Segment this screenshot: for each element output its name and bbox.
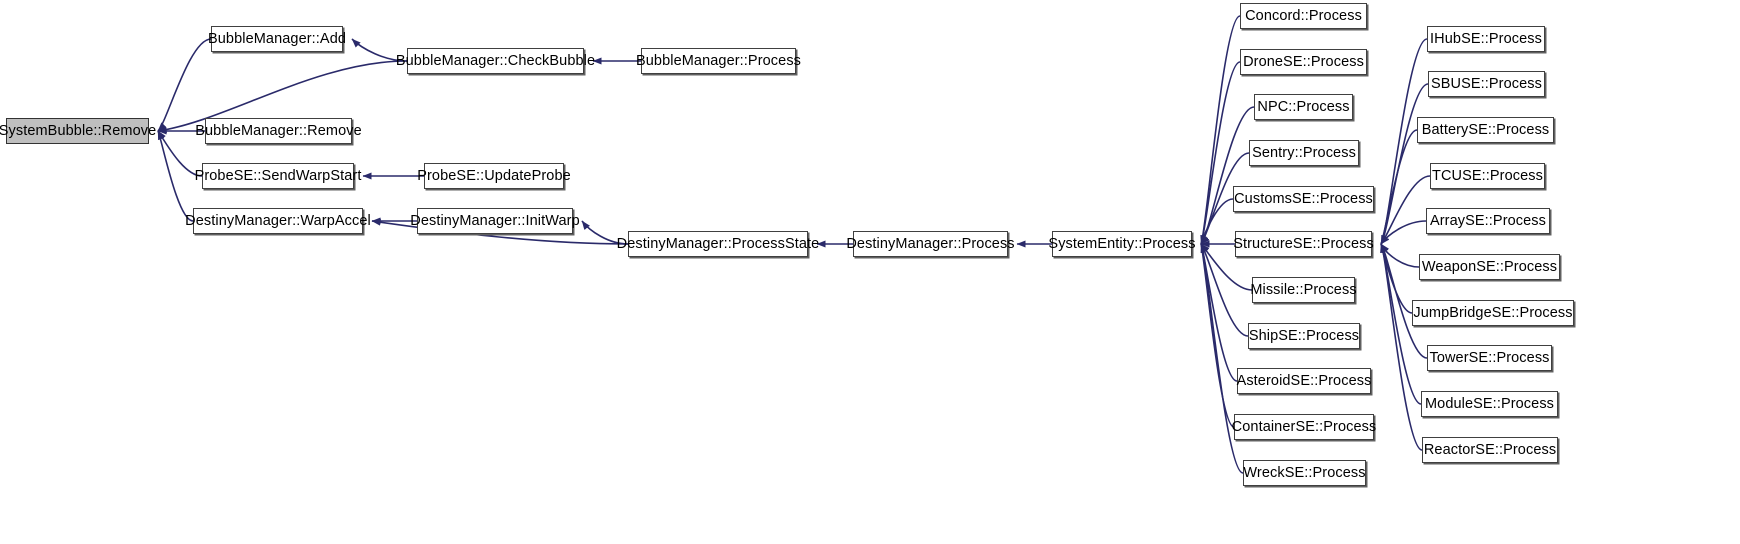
edge-containerse-process--systementity-process <box>1200 243 1235 428</box>
node-system-bubble-remove[interactable]: SystemBubble::Remove <box>0 118 156 144</box>
node-label: TowerSE::Process <box>1429 349 1550 366</box>
node-label: StructureSE::Process <box>1233 235 1374 252</box>
node-customsse-process[interactable]: CustomsSE::Process <box>1233 186 1374 212</box>
node-npc-process[interactable]: NPC::Process <box>1254 94 1353 120</box>
node-label: ProbeSE::UpdateProbe <box>417 167 571 184</box>
node-label: DestinyManager::WarpAccel <box>185 212 371 229</box>
node-label: ShipSE::Process <box>1248 327 1360 344</box>
node-ihubse-process[interactable]: IHubSE::Process <box>1427 26 1545 52</box>
edge-weaponse-process--structurese-process <box>1380 243 1420 268</box>
node-reactorse-process[interactable]: ReactorSE::Process <box>1422 437 1558 463</box>
node-probese-sendwarpstart[interactable]: ProbeSE::SendWarpStart <box>195 163 361 189</box>
node-weaponse-process[interactable]: WeaponSE::Process <box>1419 254 1560 280</box>
node-bubble-manager-checkbubble[interactable]: BubbleManager::CheckBubble <box>396 48 595 74</box>
node-label: BubbleManager::Process <box>636 52 802 69</box>
node-bubble-manager-process[interactable]: BubbleManager::Process <box>636 48 801 74</box>
node-asteroidse-process[interactable]: AsteroidSE::Process <box>1237 368 1371 394</box>
node-tcuse-process[interactable]: TCUSE::Process <box>1430 163 1545 189</box>
node-label: WreckSE::Process <box>1243 464 1366 481</box>
node-label: JumpBridgeSE::Process <box>1413 304 1573 321</box>
node-label: BubbleManager::CheckBubble <box>395 52 596 69</box>
edge-tcuse-process--structurese-process <box>1380 175 1431 245</box>
node-systementity-process[interactable]: SystemEntity::Process <box>1048 231 1195 257</box>
edge-arrayse-process--structurese-process <box>1380 220 1427 245</box>
node-bubble-manager-add[interactable]: BubbleManager::Add <box>207 26 347 52</box>
node-destinymanager-processstate[interactable]: DestinyManager::ProcessState <box>617 231 819 257</box>
node-label: SystemEntity::Process <box>1048 235 1196 252</box>
node-label: IHubSE::Process <box>1430 30 1542 47</box>
node-structurese-process[interactable]: StructureSE::Process <box>1233 231 1374 257</box>
node-label: Sentry::Process <box>1252 144 1356 161</box>
edge-dronese-process--systementity-process <box>1200 61 1241 245</box>
edge-shipse-process--systementity-process <box>1200 243 1249 337</box>
edge-sbuse-process--structurese-process <box>1380 83 1429 245</box>
node-label: TCUSE::Process <box>1432 167 1543 184</box>
node-label: NPC::Process <box>1257 98 1350 115</box>
node-shipse-process[interactable]: ShipSE::Process <box>1248 323 1360 349</box>
node-label: DestinyManager::InitWarp <box>410 212 580 229</box>
edge-destinymanager-warpaccel--system-bubble-remove <box>157 130 194 222</box>
edge-batteryse-process--structurese-process <box>1380 129 1418 245</box>
node-wreckse-process[interactable]: WreckSE::Process <box>1243 460 1366 486</box>
node-concord-process[interactable]: Concord::Process <box>1240 3 1367 29</box>
node-bubble-manager-remove[interactable]: BubbleManager::Remove <box>195 118 362 144</box>
node-dronese-process[interactable]: DroneSE::Process <box>1240 49 1367 75</box>
edge-bubble-manager-add--system-bubble-remove <box>157 38 212 132</box>
node-probese-updateprobe[interactable]: ProbeSE::UpdateProbe <box>417 163 571 189</box>
node-label: Concord::Process <box>1245 7 1362 24</box>
node-label: SystemBubble::Remove <box>0 122 157 139</box>
node-modulese-process[interactable]: ModuleSE::Process <box>1421 391 1558 417</box>
edge-npc-process--systementity-process <box>1200 106 1255 245</box>
node-label: ModuleSE::Process <box>1424 395 1555 412</box>
node-label: DroneSE::Process <box>1243 53 1364 70</box>
node-label: ProbeSE::SendWarpStart <box>194 167 362 184</box>
node-label: BubbleManager::Remove <box>195 122 362 139</box>
node-containerse-process[interactable]: ContainerSE::Process <box>1231 414 1377 440</box>
node-label: WeaponSE::Process <box>1421 258 1558 275</box>
node-label: BubbleManager::Add <box>207 30 347 47</box>
node-towerse-process[interactable]: TowerSE::Process <box>1427 345 1552 371</box>
node-sentry-process[interactable]: Sentry::Process <box>1249 140 1359 166</box>
node-label: DestinyManager::Process <box>846 235 1015 252</box>
edge-reactorse-process--structurese-process <box>1380 243 1423 451</box>
node-label: SBUSE::Process <box>1431 75 1542 92</box>
node-destinymanager-initwarp[interactable]: DestinyManager::InitWarp <box>410 208 580 234</box>
edge-customsse-process--systementity-process <box>1200 198 1234 245</box>
edge-asteroidse-process--systementity-process <box>1200 243 1238 382</box>
node-jumpbridgese-process[interactable]: JumpBridgeSE::Process <box>1412 300 1574 326</box>
node-arrayse-process[interactable]: ArraySE::Process <box>1426 208 1550 234</box>
node-label: AsteroidSE::Process <box>1236 372 1372 389</box>
node-destinymanager-warpaccel[interactable]: DestinyManager::WarpAccel <box>185 208 371 234</box>
node-label: ReactorSE::Process <box>1423 441 1557 458</box>
node-missile-process[interactable]: Missile::Process <box>1250 277 1357 303</box>
node-sbuse-process[interactable]: SBUSE::Process <box>1428 71 1545 97</box>
edge-jumpbridgese-process--structurese-process <box>1380 243 1413 314</box>
node-batteryse-process[interactable]: BatterySE::Process <box>1417 117 1554 143</box>
node-label: BatterySE::Process <box>1421 121 1550 138</box>
node-label: Missile::Process <box>1250 281 1357 298</box>
node-label: ArraySE::Process <box>1429 212 1547 229</box>
node-label: CustomsSE::Process <box>1234 190 1373 207</box>
node-destinymanager-process[interactable]: DestinyManager::Process <box>846 231 1015 257</box>
node-label: DestinyManager::ProcessState <box>616 235 820 252</box>
node-label: ContainerSE::Process <box>1231 418 1377 435</box>
